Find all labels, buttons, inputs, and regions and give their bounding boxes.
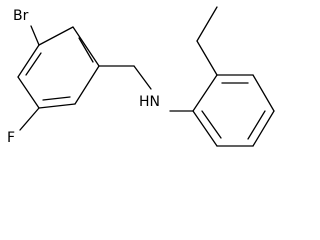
bond-ring1-c (74, 65, 100, 105)
molecule-structure: Br F HN (7, 6, 275, 147)
bond-ring1-b-inner (78, 37, 94, 63)
bond-ring1-b (72, 26, 100, 67)
right-benzene-ring (192, 74, 275, 147)
atom-label-nh: HN (139, 94, 160, 110)
bond-ring1-d-inner (42, 96, 71, 101)
structure-diagram: Br F HN (7, 6, 275, 147)
bond-ring2-a (192, 74, 218, 112)
bond-ring-ch2-ethyl (196, 40, 218, 76)
bond-c-br (30, 25, 40, 46)
bond-ring1-f-inner (25, 52, 42, 76)
bond-ring2-d-inner (247, 110, 266, 140)
bond-ring1-e (17, 76, 40, 109)
bond-ring2-f-inner (201, 110, 222, 139)
atom-label-br: Br (13, 8, 29, 24)
left-benzene-ring (17, 26, 100, 109)
bond-ring1-f (17, 44, 40, 78)
bond-ethyl-ch3 (196, 6, 218, 42)
bond-ch2-n (133, 65, 152, 90)
bond-ring2-c (252, 74, 275, 112)
bond-c-f (19, 107, 40, 131)
bond-ring1-d (38, 103, 76, 109)
bond-ring2-d (252, 110, 275, 147)
bond-ring2-f (192, 110, 218, 147)
atom-label-f: F (7, 130, 15, 146)
bond-ring1-a (38, 26, 74, 46)
